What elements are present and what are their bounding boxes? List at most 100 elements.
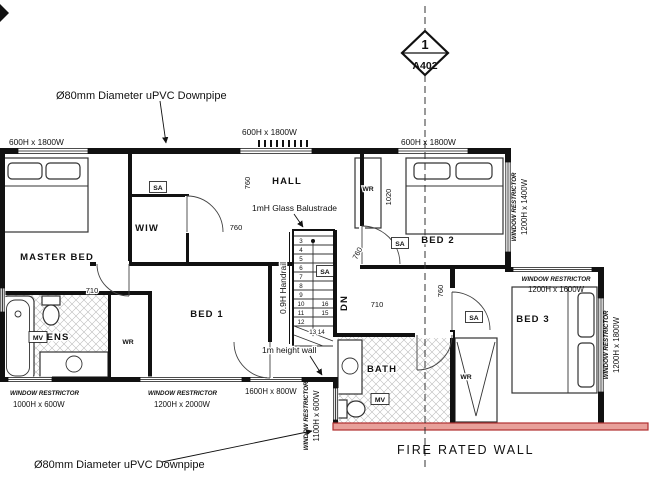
bed3-furniture: [511, 286, 598, 394]
wall-bed2-left: [360, 148, 364, 269]
wall-mid-horizontal: [90, 262, 294, 266]
pillow: [577, 342, 595, 388]
wardrobe-outline: [454, 337, 498, 423]
bed2-furniture: [405, 157, 504, 235]
room-label-bed1: BED 1: [190, 309, 223, 320]
window-top-left: [17, 147, 89, 155]
stair-number: 16: [322, 301, 329, 308]
handrail-note: 0.9H Handrail: [278, 262, 288, 314]
stair-number: 5: [299, 256, 303, 263]
room-labels: MASTER BED WIW HALL BED 1 BED 2 BED 3 EN…: [20, 176, 550, 376]
fire-rated-wall-label: FIRE RATED WALL: [397, 443, 534, 457]
wr-label-ens: WR: [122, 339, 133, 346]
window-label-top-right: 600H x 1800W: [401, 137, 456, 147]
sa-label: SA: [153, 185, 163, 192]
tag-labels: SA SA SA SA MV MV WR WR WR: [28, 181, 483, 405]
wall-exterior-left: [0, 148, 5, 382]
drawing-edge-mark: [0, 4, 9, 22]
room-label-wiw: WIW: [135, 223, 159, 234]
leader-lines: [159, 100, 323, 463]
gap-wiw-door: [185, 196, 190, 233]
bed2-door-swing: [361, 225, 401, 265]
bed2-wardrobe: [354, 157, 382, 229]
height-wall-note: 1m height wall: [262, 345, 316, 355]
window-right-top: [504, 161, 512, 253]
pillow: [7, 162, 43, 180]
wall-ens-wr: [108, 295, 111, 379]
stair-arrow-origin: [311, 239, 315, 243]
pillow: [577, 292, 595, 338]
wall-stair-right: [333, 230, 337, 333]
wall-wiw-top: [128, 194, 189, 197]
window-restrictor-label: WINDOW RESTRICTOR: [603, 310, 610, 380]
stair-number: 10: [298, 301, 305, 308]
dim-710-ens: 710: [86, 286, 99, 295]
dim-760-bed3: 760: [436, 285, 445, 298]
restrictor-right-mid: WINDOW RESTRICTOR 1200H x 1600W: [522, 276, 592, 294]
stair-number: 6: [299, 265, 303, 272]
bed1-door-swing: [233, 341, 271, 379]
window-size-label: 1200H x 1600W: [528, 285, 585, 294]
bath-door-swing: [416, 334, 453, 371]
window-restrictor-label: WINDOW RESTRICTOR: [10, 390, 80, 397]
room-label-bed2: BED 2: [421, 235, 454, 246]
window-top-right: [397, 147, 469, 155]
bed3-door-swing: [451, 291, 491, 331]
vanity: [337, 339, 363, 395]
sa-label: SA: [320, 269, 330, 276]
wr-label-bed3: WR: [460, 374, 471, 381]
wall-bed2-bottom: [360, 265, 507, 269]
wall-master-right: [128, 148, 132, 266]
window-restrictor-label: WINDOW RESTRICTOR: [148, 390, 218, 397]
window-label-top-left: 600H x 1800W: [9, 137, 64, 147]
window-size-label-bottom-small: 1600H x 800W: [245, 387, 297, 396]
ensuite-fixtures: [1, 295, 109, 381]
smoke-alarm-tag: SA: [391, 237, 409, 249]
window-right-mid: [512, 266, 593, 273]
balustrade-leader: [293, 213, 304, 228]
fire-rated-wall: [332, 422, 649, 431]
mv-label: MV: [33, 335, 44, 342]
window-label-top-mid: 600H x 1800W: [242, 127, 297, 137]
pillow: [413, 162, 451, 180]
window-size-label: 1200H x 1400W: [520, 178, 529, 235]
doors: [96, 195, 491, 379]
window-bottom-left: [7, 376, 53, 383]
downpipe-top-leader: [159, 100, 169, 144]
stair-number: 3: [299, 238, 303, 245]
pillow: [455, 162, 493, 180]
restrictor-bottom-left: WINDOW RESTRICTOR 1000H x 600W: [10, 390, 80, 409]
height-wall-leader: [309, 355, 323, 376]
downpipe-note-bottom: Ø80mm Diameter uPVC Downpipe: [34, 459, 205, 471]
room-label-ens: ENS: [47, 332, 70, 343]
wiw-door-swing: [186, 195, 224, 233]
smoke-alarm-tag: SA: [465, 311, 483, 323]
windows: [0, 147, 605, 421]
mech-vent-tag: MV: [370, 393, 390, 405]
section-marker: 1 A402: [400, 6, 450, 468]
basin: [341, 357, 359, 375]
wall-ens-top: [0, 291, 152, 295]
wall-bed1-right: [268, 262, 272, 380]
toilet-cistern: [41, 295, 61, 306]
window-size-label: 1100H x 600W: [312, 390, 321, 442]
wardrobe-doors: [456, 341, 496, 417]
restrictor-bottom-mid: WINDOW RESTRICTOR 1200H x 2000W: [148, 390, 218, 409]
mech-vent-tag: MV: [28, 331, 48, 343]
basin: [65, 355, 83, 373]
glass-balustrade-note: 1mH Glass Balustrade: [252, 203, 337, 213]
stair-number: 7: [299, 274, 303, 281]
window-labels: 600H x 1800W 600H x 1800W 600H x 1800W W…: [9, 127, 621, 450]
mv-label: MV: [375, 397, 386, 404]
stair-number: 15: [322, 310, 329, 317]
wall-wr-bed1: [148, 295, 152, 379]
room-label-hall: HALL: [272, 176, 302, 187]
bath-fixtures: [337, 339, 366, 419]
stair-number: 4: [299, 247, 303, 254]
gap-master-door: [96, 261, 129, 267]
window-right-bed3: [597, 297, 605, 393]
sa-label: SA: [395, 241, 405, 248]
section-marker-number: 1: [421, 37, 428, 52]
